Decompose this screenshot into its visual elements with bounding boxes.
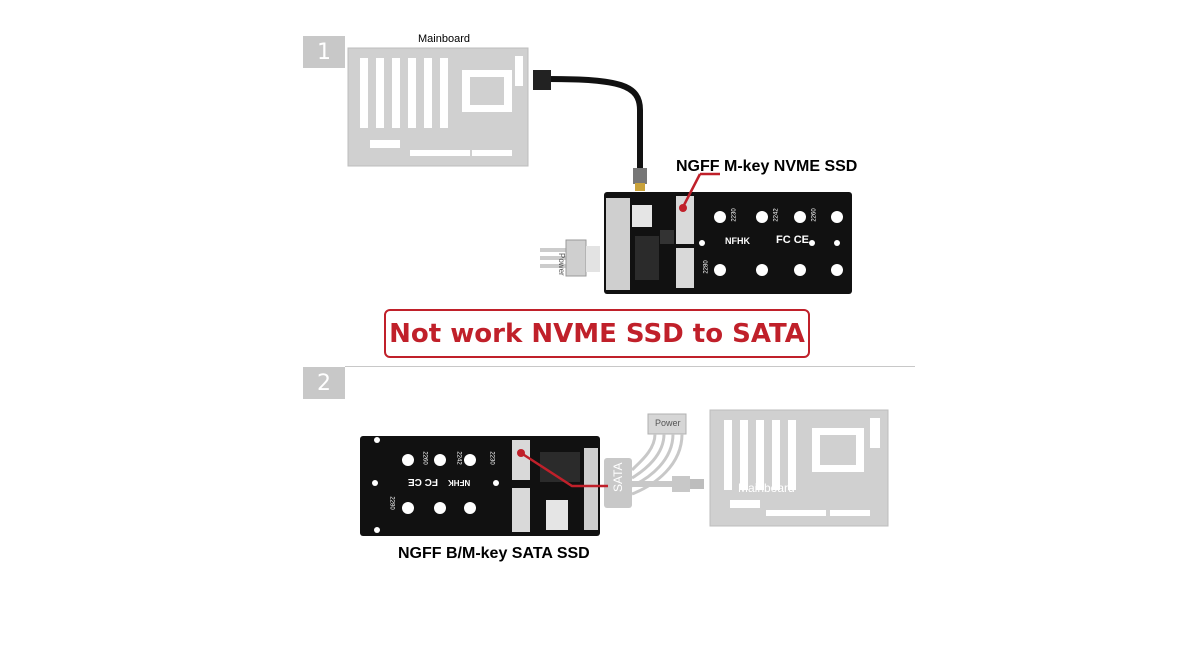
adapter-board-2 — [360, 436, 600, 536]
slot-size-2260-1: 2260 — [811, 208, 818, 222]
power-connector-1 — [540, 239, 600, 277]
sata-label: SATA — [611, 462, 625, 492]
step-1-badge: 1 — [303, 36, 345, 68]
power-label-2: Power — [655, 418, 681, 428]
power-label-1: Power — [557, 253, 566, 276]
slot-size-2280-2: 2280 — [388, 496, 395, 510]
slot-size-2230-1: 2230 — [731, 208, 738, 222]
pointer-dot-1 — [679, 204, 687, 212]
board-marks-1: FC CE — [776, 234, 809, 246]
slot-size-2280-1: 2280 — [703, 260, 710, 274]
step-2-badge: 2 — [303, 367, 345, 399]
board-marks-2: FC CE — [408, 476, 438, 487]
board-brand-1: NFHK — [725, 236, 750, 246]
slot-size-2230-2: 2230 — [488, 451, 495, 465]
nvme-ssd-label: NGFF M-key NVME SSD — [676, 158, 858, 175]
sata-ssd-label: NGFF B/M-key SATA SSD — [398, 545, 590, 562]
cable-plug-1 — [533, 70, 551, 90]
slot-size-2242-1: 2242 — [773, 208, 780, 222]
mainboard-1 — [347, 47, 529, 167]
mainboard-2 — [709, 409, 889, 527]
board-brand-2: NFHK — [448, 478, 471, 487]
mainboard-label-2: Mainboard — [738, 481, 795, 495]
pointer-line-1 — [681, 173, 702, 208]
sata-cable — [604, 458, 704, 508]
slot-size-2260-2: 2260 — [421, 451, 428, 465]
warning-banner: Not work NVME SSD to SATA — [384, 309, 810, 358]
pointer-dot-2 — [517, 449, 525, 457]
adapter-board-1 — [604, 192, 852, 294]
power-connector-2 — [630, 413, 687, 496]
slot-size-2242-2: 2242 — [455, 451, 462, 465]
mainboard-label-1: Mainboard — [418, 33, 470, 45]
section-divider — [345, 366, 915, 367]
pointer-line-2 — [520, 451, 608, 488]
